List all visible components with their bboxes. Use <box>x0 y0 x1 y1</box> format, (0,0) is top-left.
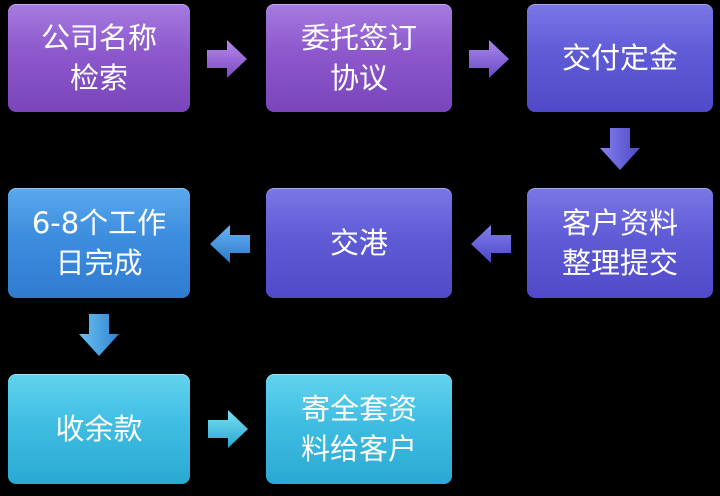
arrow-down-icon <box>600 128 640 170</box>
step-label: 公司名称 检索 <box>40 21 157 95</box>
step-organize-submit-docs: 客户资料 整理提交 <box>527 188 713 298</box>
step-label: 寄全套资 料给客户 <box>300 392 417 466</box>
arrow-left-icon <box>471 225 511 263</box>
step-collect-balance: 收余款 <box>8 374 190 484</box>
step-sign-agreement: 委托签订 协议 <box>266 4 452 112</box>
step-label: 交付定金 <box>561 41 678 75</box>
arrow-right-icon <box>208 410 248 448</box>
step-pay-deposit: 交付定金 <box>527 4 713 112</box>
step-complete-6-8-days: 6-8个工作 日完成 <box>8 188 190 298</box>
step-send-all-docs: 寄全套资 料给客户 <box>266 374 452 484</box>
arrow-down-icon <box>79 314 119 356</box>
step-label: 收余款 <box>55 412 143 446</box>
step-company-name-search: 公司名称 检索 <box>8 4 190 112</box>
step-label: 6-8个工作 日完成 <box>31 206 167 280</box>
step-label: 客户资料 整理提交 <box>561 206 678 280</box>
step-label: 委托签订 协议 <box>300 21 417 95</box>
arrow-left-icon <box>210 225 250 263</box>
step-label: 交港 <box>329 226 388 260</box>
arrow-right-icon <box>469 40 509 78</box>
step-submit-hk: 交港 <box>266 188 452 298</box>
arrow-right-icon <box>207 40 247 78</box>
